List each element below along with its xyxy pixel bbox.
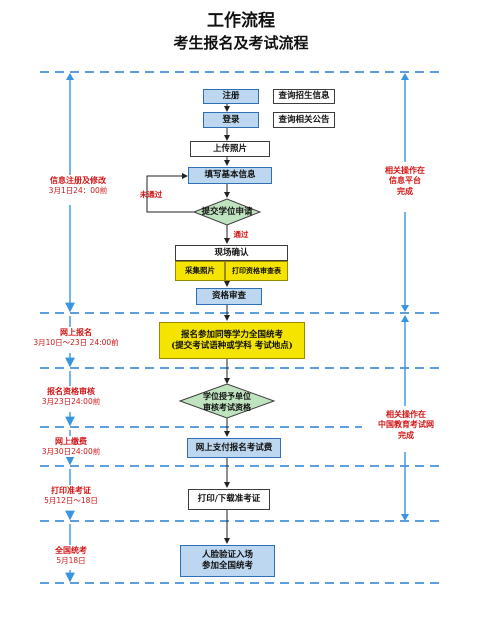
school-review-line2: 审核考试资格 [203,401,251,412]
stage-date: 3月30日24:00前 [41,447,101,457]
stage-date: 3月10日～23日 24:00前 [33,338,119,348]
school-review-line1: 学位授予单位 [203,390,251,401]
stage-title: 网上报名 [60,328,92,337]
submit-degree-application: 提交学位申请 [201,206,253,217]
decision-diamond [192,198,262,226]
chsi-line2: 中国教育考试网 [378,420,434,430]
query-announcement-box: 查询相关公告 [273,112,335,128]
upload-photo-box: 上传照片 [190,141,270,157]
chsi-line3: 完成 [398,430,414,440]
bracket-arrowheads [401,73,409,521]
chsi-note: 相关操作在 中国教育考试网 完成 [362,410,450,442]
national-exam-box: 人脸验证入场 参加全国统考 [180,545,275,577]
stage-national-exam: 全国统考 5月18日 [38,546,104,567]
qualification-review-box: 资格审查 [196,288,262,305]
page-subtitle: 考生报名及考试流程 [173,34,309,52]
passed-label: 通过 [233,230,249,239]
stage-title: 网上缴费 [55,437,87,446]
review-diamond [178,383,276,419]
stage-qualification-review: 报名资格审核 3月23日24:00前 [26,387,116,408]
exam-line2: 参加全国统考 [201,561,253,571]
stage-print-admit-card: 打印准考证 5月12日～18日 [30,486,112,507]
stage-date: 5月12日～18日 [44,496,98,506]
stage-title: 报名资格审核 [47,387,95,396]
pay-fee-box: 网上支付报名考试费 [187,438,281,458]
exam-register-line1: 报名参加同等学力全国统考 [180,329,283,340]
print-review-form-box: 打印资格审查表 [225,261,288,281]
exam-line1: 人脸验证入场 [201,550,253,561]
query-admission-info-box: 查询招生信息 [273,89,335,104]
stage-title: 全国统考 [55,546,87,555]
stage-online-payment: 网上缴费 3月30日24:00前 [26,437,116,458]
platform-line3: 完成 [397,186,413,196]
flow-connectors [146,104,230,544]
fill-basic-info-box: 填写基本信息 [188,167,272,184]
stage-date: 3月23日24:00前 [41,397,101,407]
platform-line2: 信息平台 [389,176,421,186]
login-box: 登录 [203,112,259,128]
chsi-line1: 相关操作在 [386,410,426,419]
stage-date: 5月18日 [56,556,86,566]
stage-info-registration: 信息注册及修改 3月1日24：00前 [36,176,120,197]
register-box: 注册 [203,89,259,104]
stage-title: 打印准考证 [51,486,91,495]
print-admit-card-box: 打印/下载准考证 [188,489,270,510]
platform-line1: 相关操作在 [385,166,425,175]
page-title: 工作流程 [207,11,275,31]
section-dividers [40,71,445,584]
stage-date: 3月1日24：00前 [48,186,108,196]
stage-online-registration: 网上报名 3月10日～23日 24:00前 [22,328,130,349]
not-passed-label: 未通过 [139,190,163,199]
exam-register-line2: (提交考试语种或学科 考试地点) [171,340,293,351]
timeline-start-arrows [66,73,74,80]
collect-photo-box: 采集照片 [175,261,225,281]
exam-register-box: 报名参加同等学力全国统考 (提交考试语种或学科 考试地点) [159,322,305,359]
platform-note: 相关操作在 信息平台 完成 [366,166,444,198]
onsite-confirm-box: 现场确认 [175,245,288,261]
stage-title: 信息注册及修改 [50,176,106,185]
